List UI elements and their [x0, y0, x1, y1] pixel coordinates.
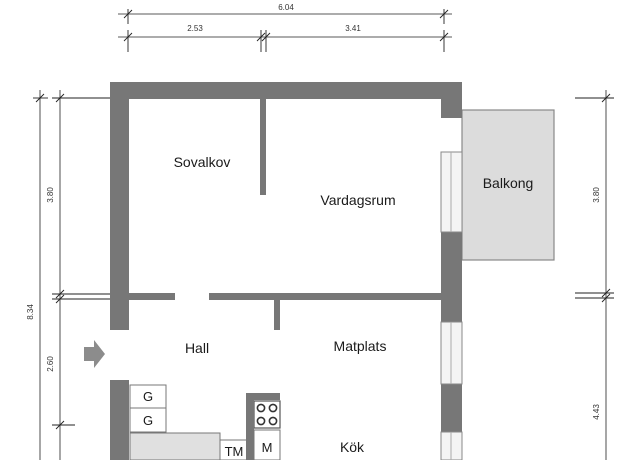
wardrobe-box-2 — [129, 407, 167, 433]
balcony: Balkong — [461, 109, 555, 261]
dim-left-lower: 2.60 — [46, 356, 55, 372]
counter-left — [129, 432, 221, 460]
room-labels: Sovalkov Vardagsrum Hall Matplats Kök — [174, 154, 396, 455]
fixture-label-tm: TM — [225, 444, 244, 459]
right-dimensions: 3.80 4.43 — [575, 90, 614, 460]
dim-top-right: 3.41 — [345, 24, 361, 33]
windows — [440, 151, 463, 460]
fixture-label-m: M — [262, 440, 273, 455]
entrance-arrow-icon — [84, 340, 105, 368]
room-label-kok: Kök — [340, 439, 365, 455]
stove-icon — [253, 400, 281, 429]
room-label-hall: Hall — [185, 340, 209, 356]
dim-right-lower: 4.43 — [592, 404, 601, 420]
dim-left-total: 8.34 — [26, 304, 35, 320]
microwave-box — [253, 429, 281, 460]
dim-left-upper: 3.80 — [46, 187, 55, 203]
top-dimensions: 6.04 2.53 3.41 — [118, 3, 452, 52]
fixture-label-g2: G — [143, 413, 153, 428]
fixture-label-g1: G — [143, 389, 153, 404]
dim-top-total: 6.04 — [278, 3, 294, 12]
room-label-sovalkov: Sovalkov — [174, 154, 231, 170]
room-label-matplats: Matplats — [334, 338, 387, 354]
dim-top-left: 2.53 — [187, 24, 203, 33]
dim-right-upper: 3.80 — [592, 187, 601, 203]
room-label-balkong: Balkong — [483, 175, 534, 191]
kitchen-fixtures: G G TM M — [129, 384, 281, 460]
left-dimensions: 8.34 3.80 2.60 — [26, 90, 118, 460]
room-label-vardagsrum: Vardagsrum — [320, 192, 395, 208]
walls — [110, 82, 462, 460]
